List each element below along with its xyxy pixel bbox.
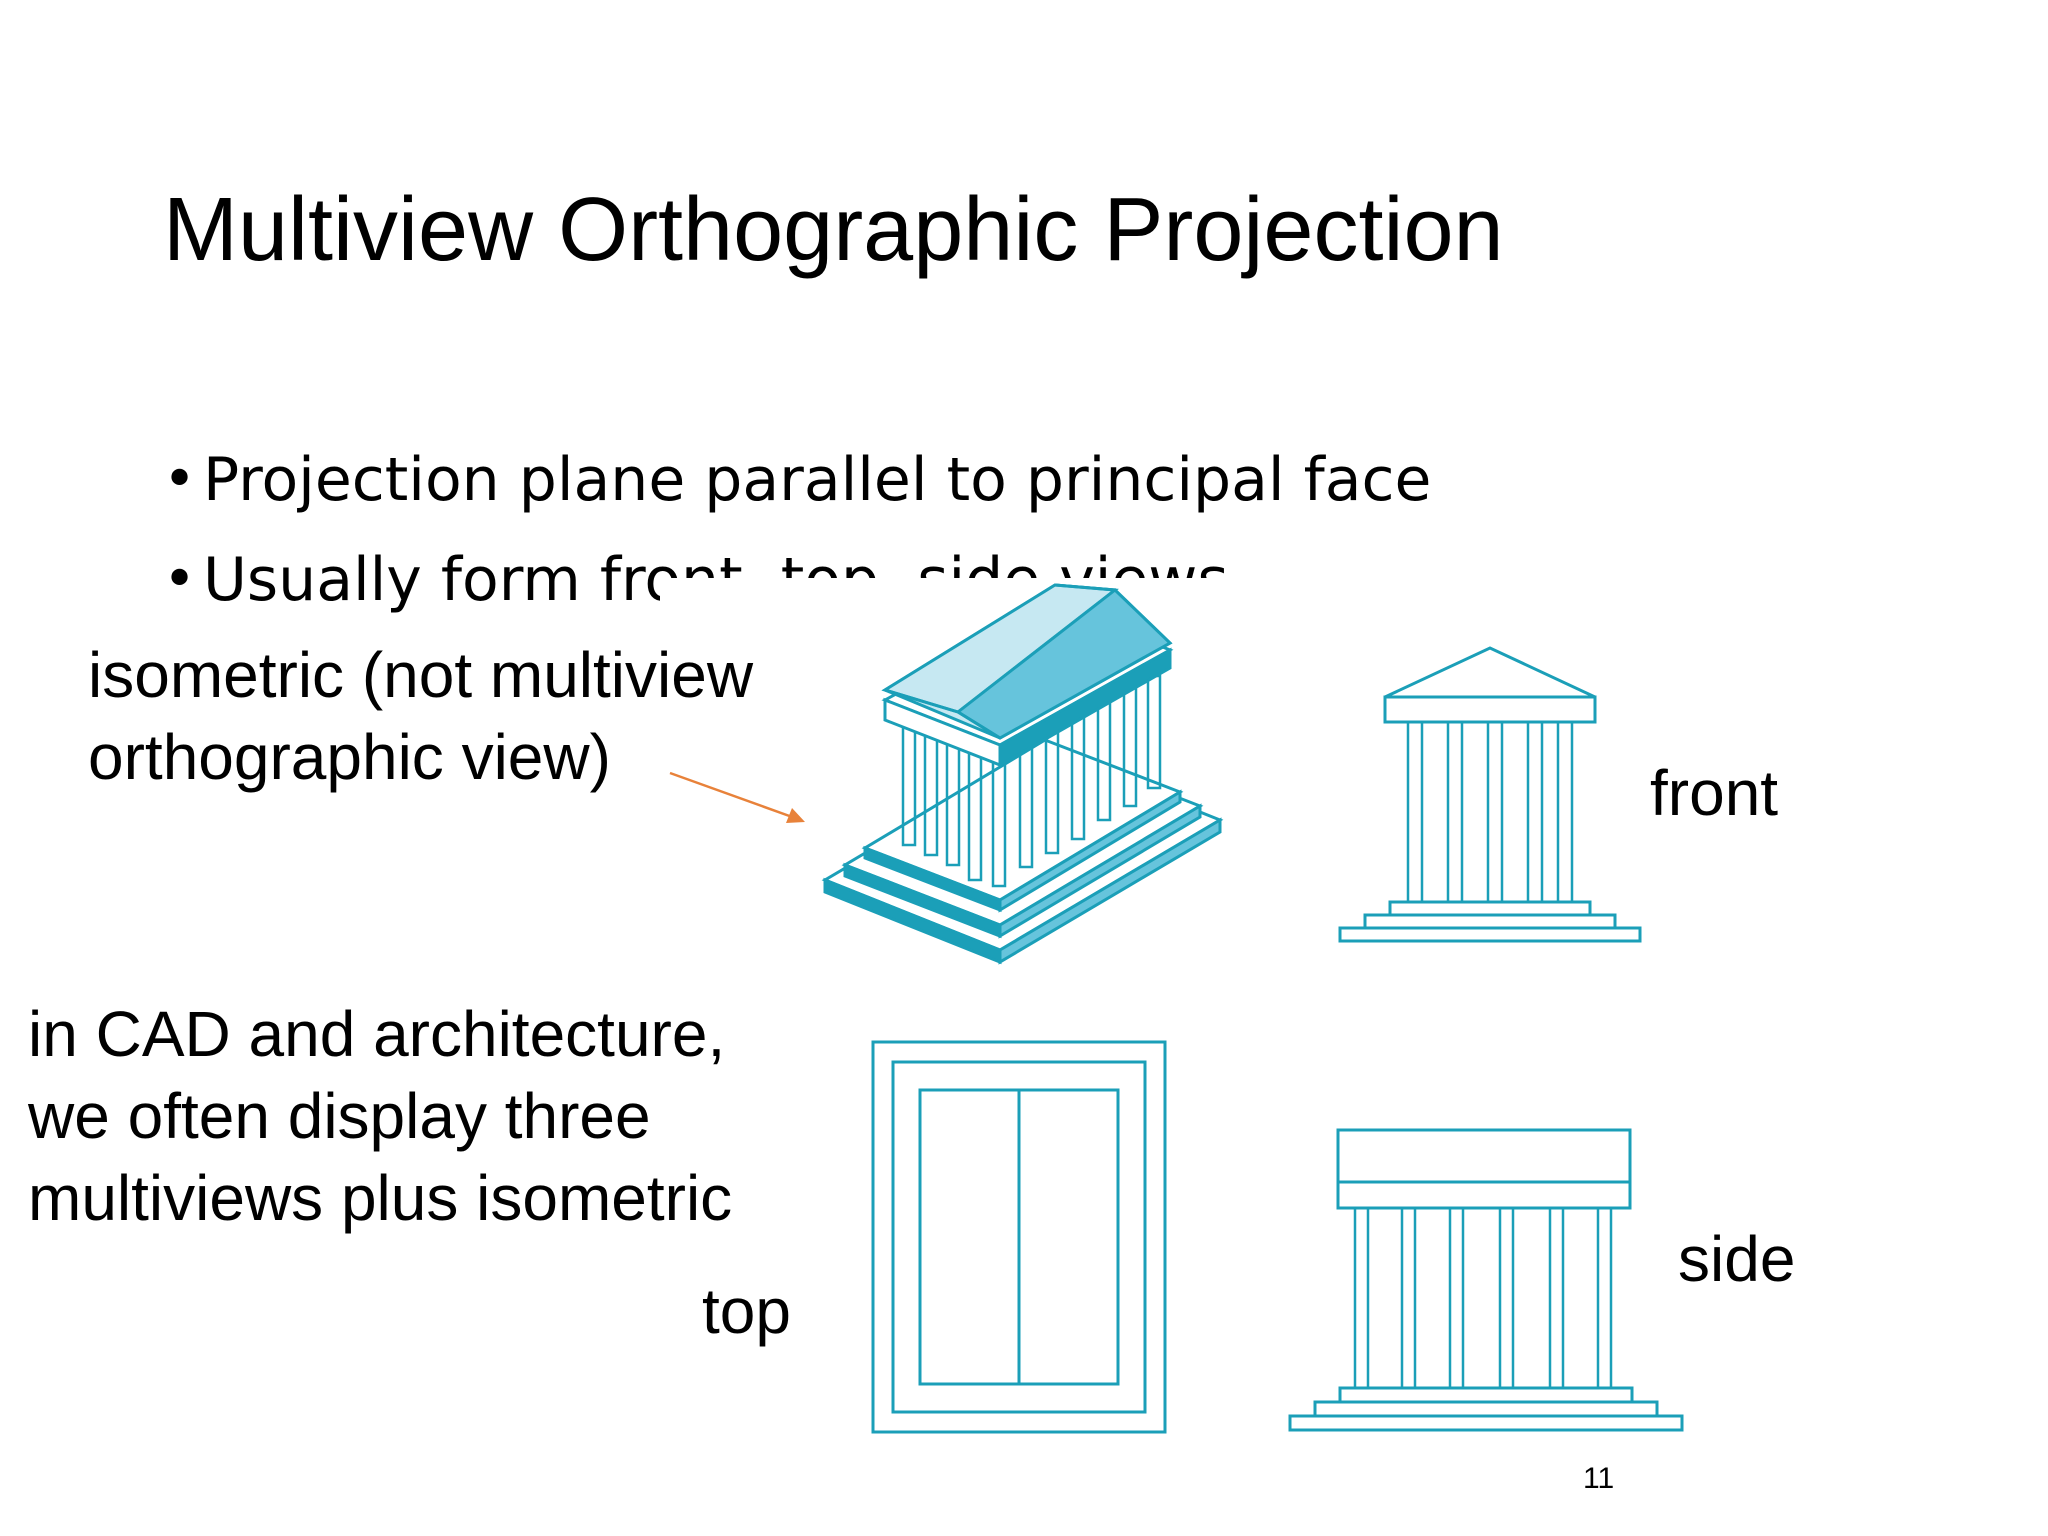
cad-label-line3: multiviews plus isometric (28, 1162, 733, 1234)
front-view-temple (1338, 646, 1642, 943)
isometric-label-line1: isometric (not multiview (88, 639, 754, 711)
page-number: 11 (1583, 1462, 1615, 1495)
bullet-icon: • (163, 447, 197, 512)
top-view-temple (871, 1040, 1167, 1434)
bullet-item: •Projection plane parallel to principal … (163, 430, 1563, 530)
arrow-icon (669, 771, 805, 823)
top-label: top (702, 1275, 791, 1347)
side-label: side (1678, 1223, 1796, 1295)
bullet-icon: • (163, 547, 197, 612)
cad-label-line2: we often display three (28, 1080, 651, 1152)
isometric-label-line2: orthographic view) (88, 721, 611, 793)
cad-label-line1: in CAD and architecture, (28, 998, 726, 1070)
isometric-temple (821, 583, 1224, 965)
slide-title: Multiview Orthographic Projection (163, 180, 1504, 280)
front-label: front (1650, 757, 1779, 829)
side-view-temple (1288, 1128, 1684, 1432)
